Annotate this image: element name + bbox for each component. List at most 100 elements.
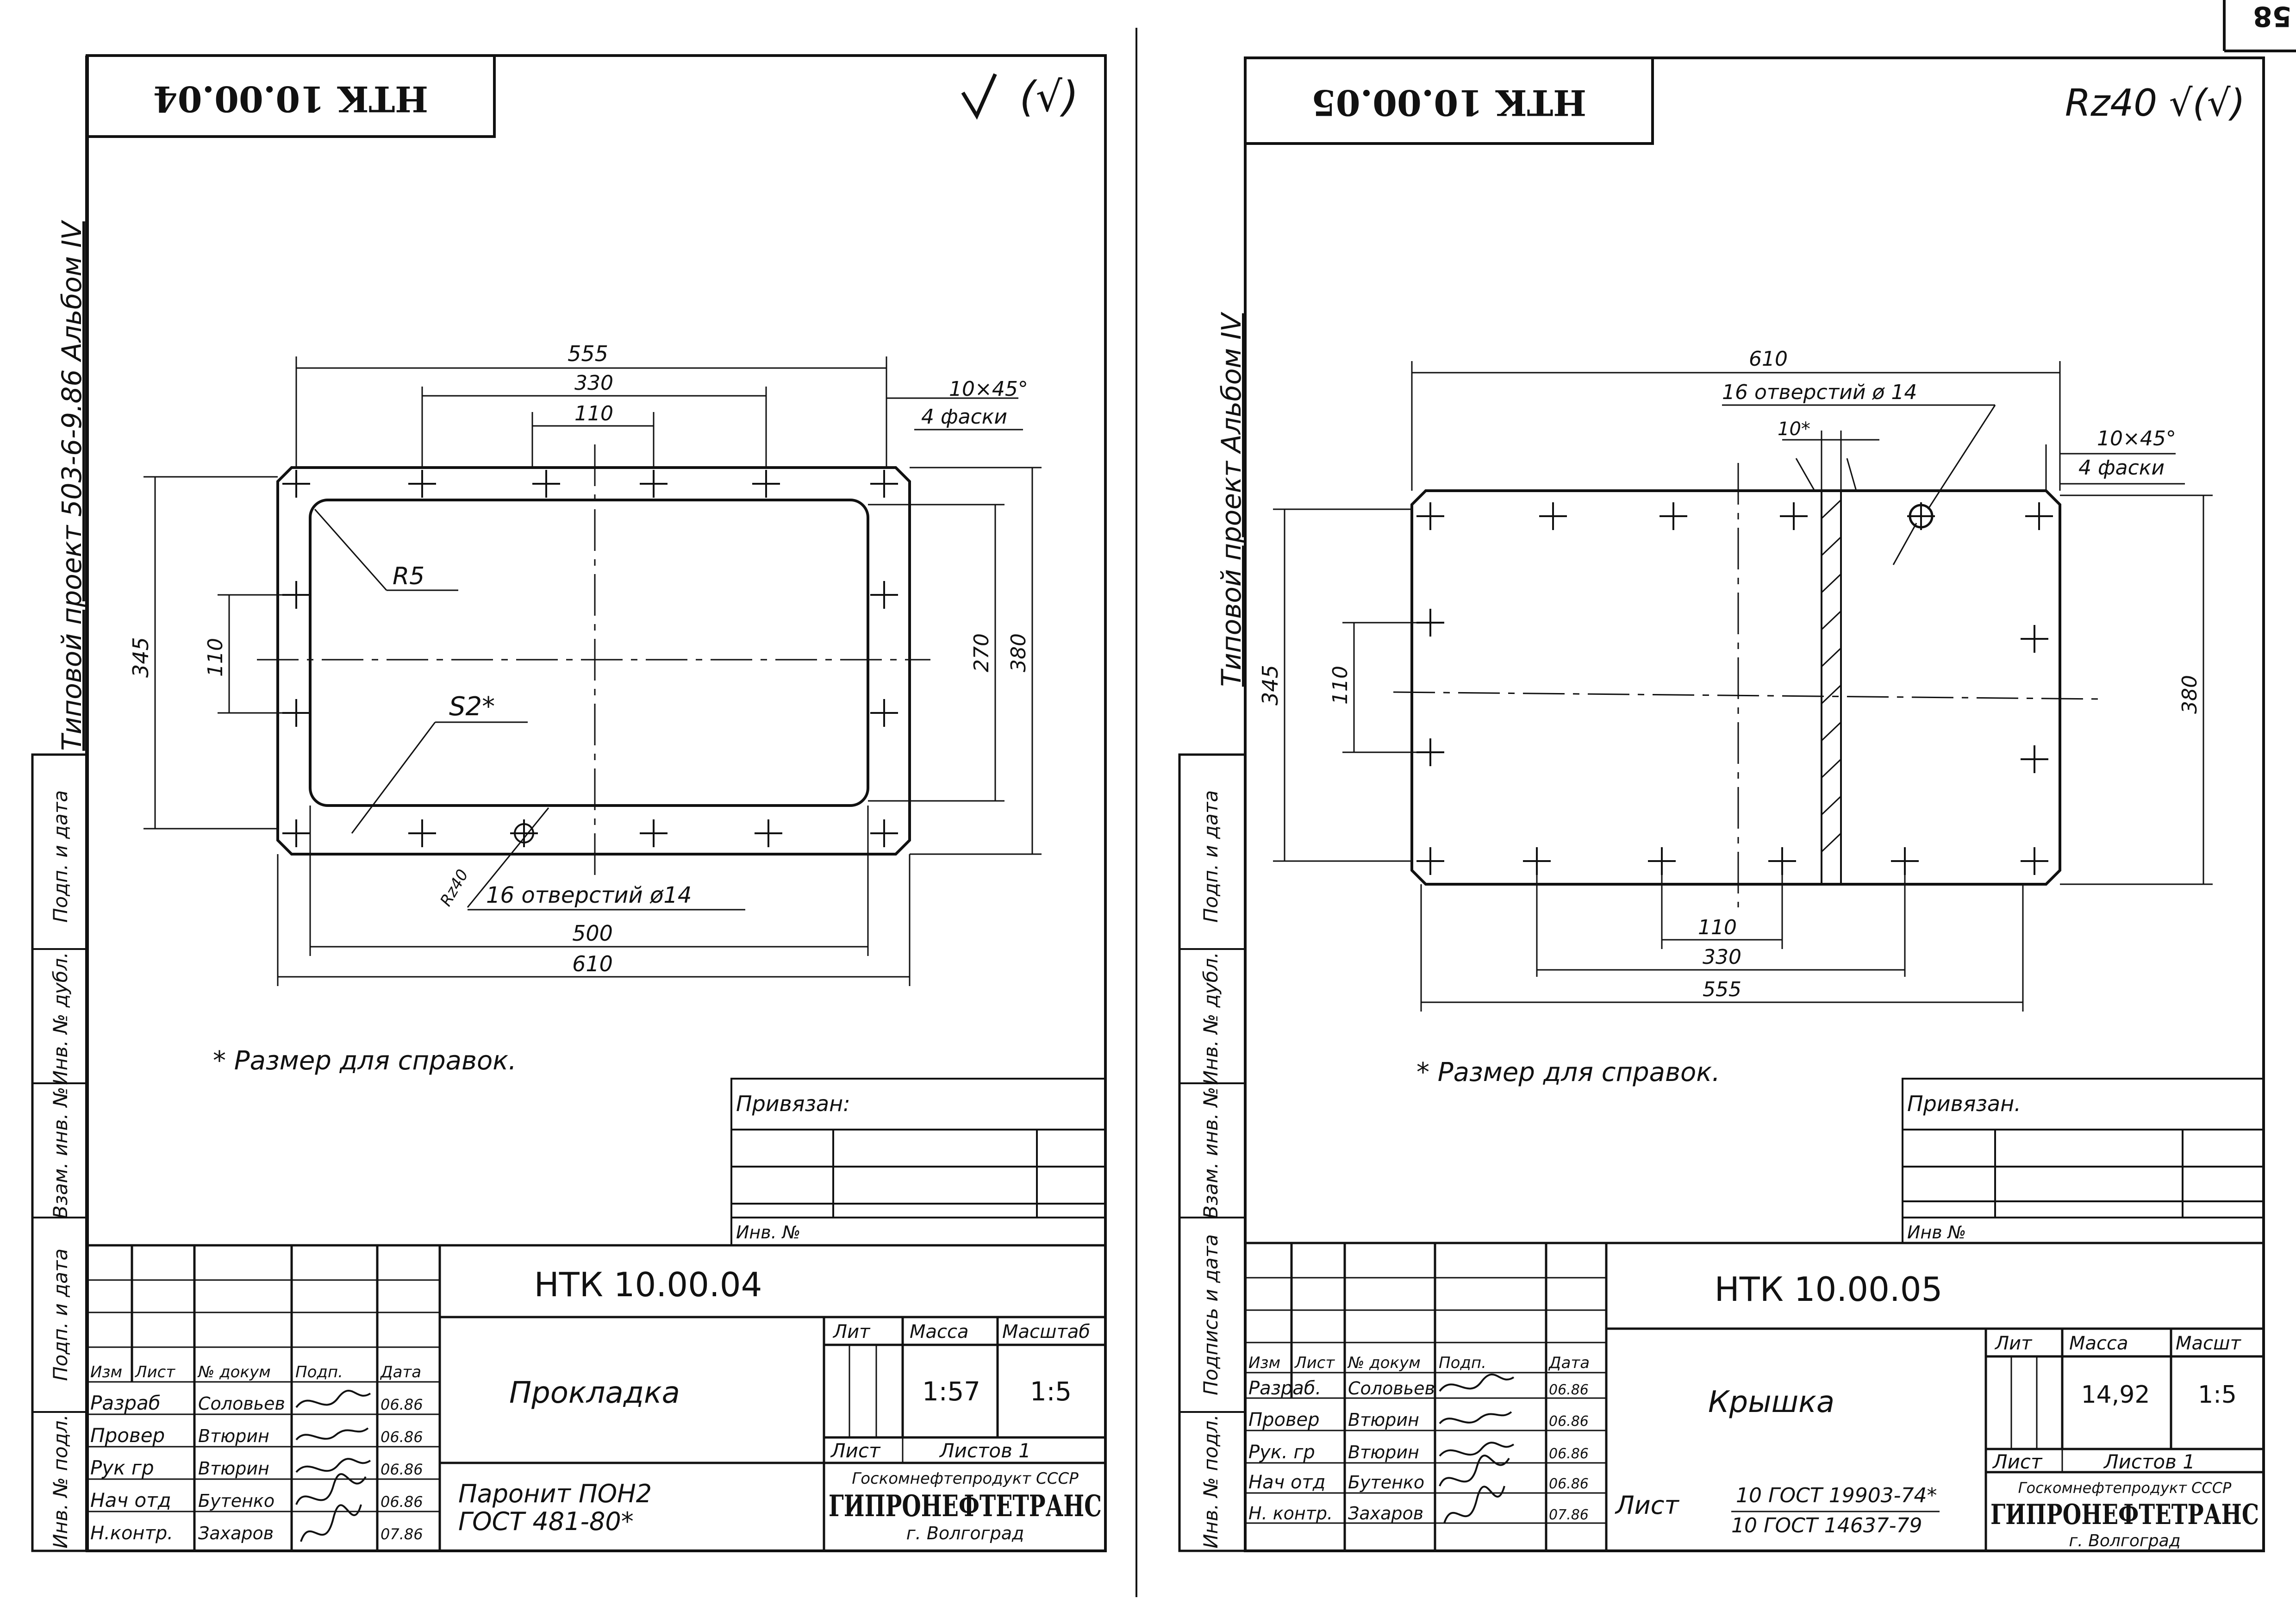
left-col-izm: Изм <box>90 1363 122 1381</box>
left-margin-label-4: Подп. и дата <box>49 1249 72 1381</box>
left-dims-right <box>868 467 1042 855</box>
left-col-date: Дата <box>380 1363 421 1381</box>
right-col-list: Лист <box>1294 1354 1335 1372</box>
right-margin-label-3: Взам. инв. № <box>1199 1087 1222 1218</box>
right-role-1: Разраб. <box>1248 1378 1321 1399</box>
right-dim-110-bot: 110 <box>1698 916 1737 939</box>
left-surface-symbol: (√) <box>1019 73 1079 121</box>
left-col-sign: Подп. <box>295 1363 343 1381</box>
right-dims-right <box>2060 494 2213 885</box>
right-side-label: Типовой проект Альбом IV <box>1216 311 1247 687</box>
right-role-3: Рук. гр <box>1248 1442 1315 1463</box>
right-org-1: Госкомнефтепродукт СССР <box>2018 1479 2232 1497</box>
left-dim-110-top: 110 <box>574 402 613 425</box>
right-dim-610: 610 <box>1749 347 1788 371</box>
left-header-mass: Масса <box>910 1321 969 1343</box>
left-sheet: Подп. и дата Инв. № дубл. Взам. инв. № П… <box>31 54 1107 1552</box>
left-radius-label: R5 <box>393 562 424 590</box>
left-dim-500: 500 <box>572 921 613 946</box>
left-role-2: Провер <box>90 1424 165 1447</box>
left-date-5: 07.86 <box>381 1525 423 1543</box>
right-title-block <box>1244 1242 2265 1552</box>
right-sheet-label: Лист <box>1992 1450 2043 1473</box>
right-signatures <box>1439 1374 1515 1524</box>
right-dim-555: 555 <box>1703 978 1741 1001</box>
left-thickness-label: S2* <box>449 692 495 722</box>
right-reference-note: * Размер для справок. <box>1416 1057 1720 1087</box>
left-dim-110-side: 110 <box>204 638 227 677</box>
right-scale-value: 1:5 <box>2198 1381 2237 1409</box>
right-date-4: 06.86 <box>1549 1476 1589 1492</box>
right-binding-label: Привязан. <box>1907 1091 2021 1116</box>
right-dims-top <box>1411 361 2185 565</box>
left-margin-label-3: Взам. инв. № <box>49 1087 72 1218</box>
right-dim-330: 330 <box>1703 945 1741 969</box>
right-dim-380: 380 <box>2178 675 2202 714</box>
left-holes-label: 16 отверстий ø14 <box>486 882 692 908</box>
left-sheet-label: Лист <box>830 1439 881 1462</box>
left-role-3: Рук гр <box>90 1456 154 1479</box>
left-date-2: 06.86 <box>381 1428 423 1446</box>
left-name-5: Захаров <box>198 1523 274 1543</box>
right-org-2: ГИПРОНЕФТЕТРАНС <box>1990 1499 2259 1531</box>
right-dim-110-side: 110 <box>1329 666 1352 705</box>
left-roughness-check-icon <box>961 73 997 120</box>
left-date-3: 06.86 <box>381 1461 423 1478</box>
right-dim-345: 345 <box>1258 665 1283 706</box>
right-name-5: Захаров <box>1348 1503 1423 1524</box>
left-gasket-window <box>309 499 869 807</box>
left-title-block <box>86 1244 1107 1552</box>
left-role-1: Разраб <box>90 1392 161 1414</box>
left-dims-top <box>295 356 1018 468</box>
right-margin-label-5: Инв. № подл. <box>1199 1414 1222 1549</box>
left-col-doc: № докум <box>197 1363 271 1381</box>
right-date-5: 07.86 <box>1549 1507 1589 1523</box>
left-col-list: Лист <box>134 1363 175 1381</box>
right-org-3: г. Волгоград <box>2069 1531 2180 1550</box>
left-chamfer-2: 4 фаски <box>921 405 1007 429</box>
left-name-4: Бутенко <box>198 1491 275 1511</box>
left-org-1: Госкомнефтепродукт СССР <box>852 1469 1079 1488</box>
right-role-2: Провер <box>1248 1409 1320 1430</box>
right-stamp: НТК 10.00.05 <box>1311 82 1586 123</box>
left-side-label: Типовой проект 503-6-9.86 Альбом IV <box>56 219 87 751</box>
right-frame <box>1244 56 2265 1552</box>
left-org-3: г. Волгоград <box>906 1523 1024 1543</box>
left-dim-345: 345 <box>128 637 153 678</box>
right-dims-bottom <box>1420 870 2024 1012</box>
left-dims-left <box>144 476 296 830</box>
left-binding-label: Привязан: <box>736 1091 850 1116</box>
left-date-4: 06.86 <box>381 1493 423 1511</box>
left-title-code: НТК 10.00.04 <box>534 1265 762 1304</box>
right-name-2: Втюрин <box>1348 1410 1419 1430</box>
left-scale-value: 1:5 <box>1030 1377 1072 1407</box>
right-date-2: 06.86 <box>1549 1413 1589 1430</box>
left-dims-bottom <box>277 806 911 986</box>
right-dims-left <box>1273 508 1430 862</box>
left-date-1: 06.86 <box>381 1396 423 1413</box>
left-dim-330: 330 <box>574 371 613 395</box>
right-date-3: 06.86 <box>1549 1446 1589 1462</box>
left-dim-555: 555 <box>568 341 608 366</box>
left-hole-crosses <box>282 470 898 847</box>
left-name-1: Соловьев <box>198 1393 285 1414</box>
right-title-code: НТК 10.00.05 <box>1715 1270 1943 1309</box>
left-name-3: Втюрин <box>198 1458 269 1479</box>
left-material-1: Паронит ПОН2 <box>458 1479 652 1508</box>
left-dim-380: 380 <box>1007 633 1030 672</box>
right-std-1: 10 ГОСТ 19903-74* <box>1736 1484 1937 1507</box>
left-margin-label-5: Инв. № подл. <box>49 1414 72 1549</box>
right-hole-crosses <box>1416 502 2053 875</box>
left-reference-note: * Размер для справок. <box>213 1046 517 1076</box>
left-margin-label-2: Инв. № дубл. <box>49 952 72 1085</box>
right-name-4: Бутенко <box>1348 1472 1424 1493</box>
right-header-lit: Лит <box>1994 1333 2033 1354</box>
left-margin-strip <box>31 753 88 1552</box>
right-name-3: Втюрин <box>1348 1442 1419 1462</box>
left-dim-270: 270 <box>970 633 993 672</box>
right-col-date: Дата <box>1548 1354 1590 1372</box>
left-role-4: Нач отд <box>90 1489 171 1512</box>
left-gasket-outer <box>276 466 911 856</box>
right-weld-seam <box>1821 490 1842 885</box>
